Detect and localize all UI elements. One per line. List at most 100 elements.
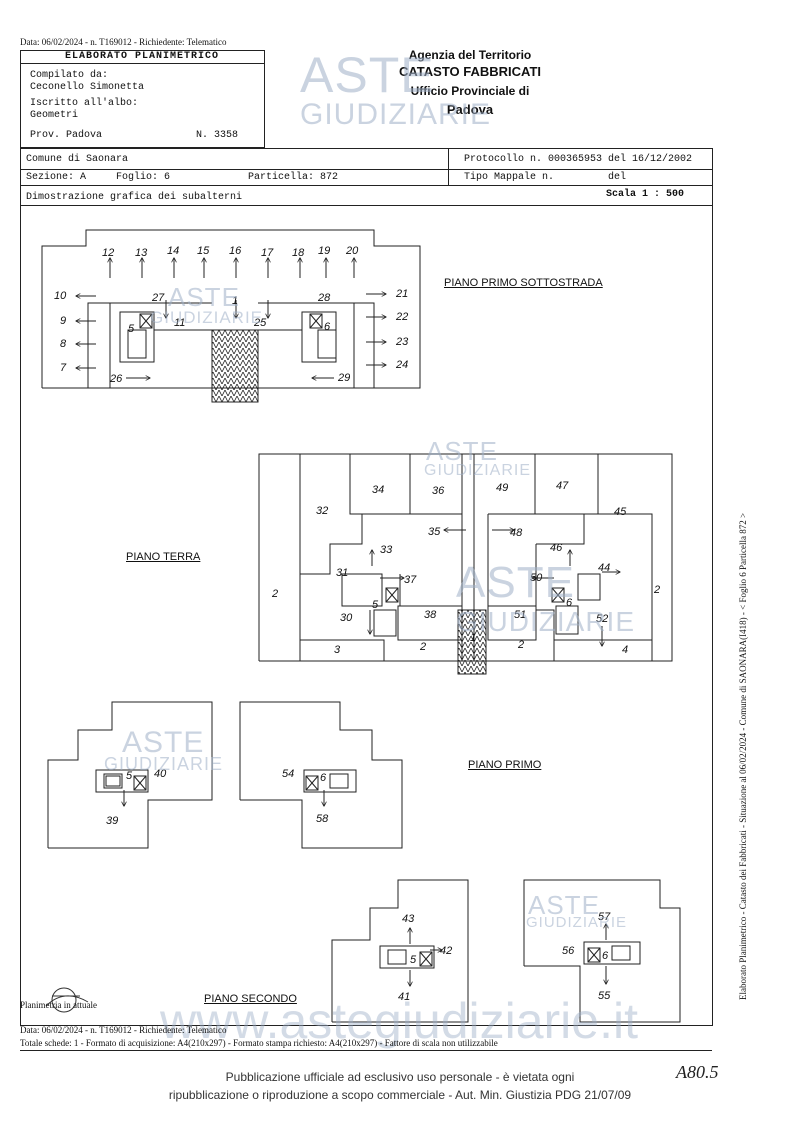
- protocollo: Protocollo n. 000365953: [464, 154, 603, 165]
- plan-primo-left: [47, 701, 213, 849]
- svg-text:14: 14: [167, 245, 179, 257]
- watermark-site: www.astegiudiziarie.it: [160, 993, 638, 1049]
- watermark-giudiziarie: GIUDIZIARIE: [104, 754, 224, 774]
- watermark-aste: ASTE: [300, 47, 435, 103]
- agency-line-4: Padova: [446, 102, 494, 117]
- svg-text:28: 28: [317, 292, 331, 304]
- drawing-frame: [20, 148, 713, 1026]
- svg-text:36: 36: [432, 485, 445, 497]
- svg-text:16: 16: [229, 245, 242, 257]
- divider: [448, 148, 449, 185]
- agency-line-2: CATASTO FABBRICATI: [398, 64, 542, 79]
- svg-text:41: 41: [398, 991, 410, 1003]
- agency-line-3: Ufficio Provinciale di: [410, 84, 530, 98]
- svg-text:10: 10: [54, 290, 67, 302]
- svg-text:32: 32: [316, 505, 328, 517]
- watermark-aste: ASTE: [122, 726, 205, 759]
- svg-text:12: 12: [102, 247, 114, 259]
- comune: Comune di Saonara: [26, 154, 129, 165]
- compilato-name: Ceconello Simonetta: [30, 82, 145, 93]
- totale-schede-line: Totale schede: 1 - Formato di acquisizio…: [20, 1038, 498, 1048]
- svg-text:6: 6: [602, 950, 609, 962]
- svg-text:21: 21: [395, 288, 408, 300]
- svg-text:37: 37: [404, 574, 417, 586]
- sezione: Sezione: A: [26, 172, 87, 183]
- dimostrazione-grafica: Dimostrazione grafica dei subalterni: [26, 192, 243, 203]
- protocollo-date: del 16/12/2002: [608, 154, 693, 165]
- svg-text:42: 42: [440, 945, 452, 957]
- svg-text:2: 2: [271, 588, 278, 600]
- svg-text:15: 15: [197, 245, 210, 257]
- foglio: Foglio: 6: [116, 172, 171, 183]
- svg-text:45: 45: [614, 506, 627, 518]
- particella: Particella: 872: [248, 172, 339, 183]
- svg-text:38: 38: [424, 609, 437, 621]
- svg-text:27: 27: [151, 292, 165, 304]
- svg-text:35: 35: [428, 526, 441, 538]
- watermark-aste: ASTE: [168, 282, 240, 312]
- divider: [20, 205, 712, 206]
- divider: [20, 63, 264, 64]
- tipo-mappale: Tipo Mappale n.: [464, 172, 555, 183]
- svg-text:26: 26: [109, 373, 123, 385]
- divider: [20, 169, 712, 170]
- watermark-aste: ASTE: [456, 558, 575, 607]
- numero-albo: N. 3358: [196, 130, 239, 141]
- svg-text:25: 25: [253, 317, 267, 329]
- svg-text:8: 8: [60, 338, 67, 350]
- svg-text:18: 18: [292, 247, 305, 259]
- plan-secondo-right: [523, 879, 681, 1023]
- svg-text:11: 11: [174, 317, 185, 329]
- svg-text:20: 20: [345, 245, 359, 257]
- svg-text:5: 5: [126, 770, 133, 782]
- svg-text:34: 34: [372, 484, 384, 496]
- iscritto-label: Iscritto all'albo:: [30, 98, 139, 109]
- section-title-primo: PIANO PRIMO: [468, 759, 542, 771]
- section-title-secondo: PIANO SECONDO: [204, 993, 297, 1005]
- svg-text:24: 24: [395, 359, 408, 371]
- iscritto-value: Geometri: [30, 110, 79, 121]
- svg-text:3: 3: [334, 644, 341, 656]
- planimetria-logo: [45, 987, 89, 1013]
- svg-text:57: 57: [598, 911, 611, 923]
- svg-text:58: 58: [316, 813, 329, 825]
- plan-terra: [258, 453, 673, 675]
- plan-secondo-left: [331, 879, 469, 1023]
- svg-text:5: 5: [128, 323, 135, 335]
- scala: Scala 1 : 500: [606, 189, 685, 200]
- svg-text:55: 55: [598, 990, 611, 1002]
- svg-text:6: 6: [320, 772, 327, 784]
- planimetria-caption: Planimetria in attuale: [20, 1000, 97, 1010]
- svg-text:7: 7: [60, 362, 67, 374]
- svg-text:30: 30: [340, 612, 353, 624]
- svg-text:49: 49: [496, 482, 508, 494]
- svg-text:46: 46: [550, 542, 563, 554]
- svg-text:19: 19: [318, 245, 330, 257]
- svg-text:22: 22: [395, 311, 408, 323]
- svg-text:13: 13: [135, 247, 148, 259]
- svg-text:51: 51: [514, 609, 526, 621]
- svg-text:1: 1: [232, 295, 238, 307]
- top-timestamp-line: Data: 06/02/2024 - n. T169012 - Richiede…: [20, 37, 227, 47]
- svg-text:4: 4: [622, 644, 628, 656]
- svg-text:48: 48: [510, 527, 523, 539]
- svg-text:6: 6: [566, 597, 573, 609]
- watermark-giudiziarie: GIUDIZIARIE: [424, 462, 532, 479]
- svg-text:43: 43: [402, 913, 415, 925]
- svg-text:31: 31: [336, 567, 348, 579]
- svg-text:5: 5: [372, 599, 379, 611]
- bottom-timestamp-line: Data: 06/02/2024 - n. T169012 - Richiede…: [20, 1025, 227, 1035]
- svg-text:6: 6: [324, 321, 331, 333]
- svg-text:52: 52: [596, 613, 608, 625]
- publication-line-2: ripubblicazione o riproduzione a scopo c…: [168, 1088, 632, 1102]
- document-title: ELABORATO PLANIMETRICO: [64, 51, 220, 62]
- plan-sottostrada: [41, 229, 421, 403]
- svg-text:2: 2: [419, 641, 426, 653]
- compiler-box: [20, 50, 265, 148]
- watermark-aste: ASTE: [426, 436, 498, 466]
- svg-text:2: 2: [517, 639, 524, 651]
- svg-text:40: 40: [154, 768, 167, 780]
- svg-text:47: 47: [556, 480, 569, 492]
- watermark-giudiziarie: GIUDIZIARIE: [300, 98, 492, 131]
